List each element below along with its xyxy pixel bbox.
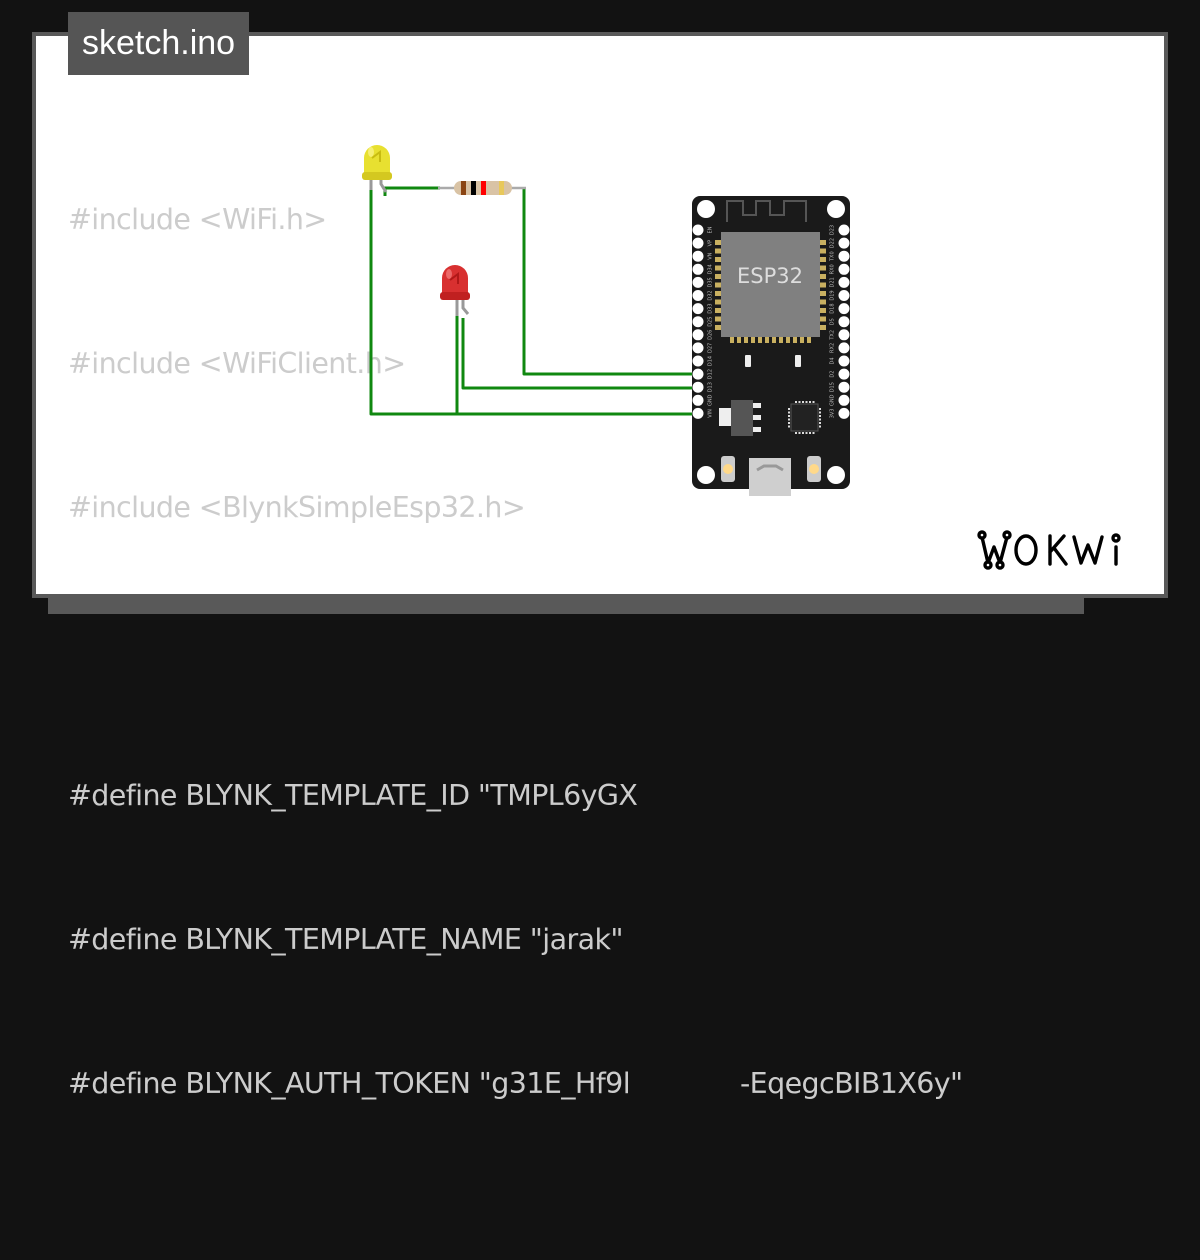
code-line (68, 628, 963, 676)
code-line: #include <WiFi.h> (68, 203, 327, 236)
pin-gnd[interactable] (838, 394, 850, 406)
pin-label: 3V3 (830, 409, 836, 419)
pin-gnd[interactable] (692, 394, 704, 406)
resistor-band-2 (471, 181, 476, 195)
pin-label: D32 (708, 290, 714, 300)
code-line (68, 1204, 963, 1252)
pin-label: D27 (708, 343, 714, 353)
wire-red-led-to-d12 (461, 318, 700, 390)
pin-vn[interactable] (692, 250, 704, 262)
wire-yellow-led-to-gnd (369, 183, 700, 416)
code-line: #define BLYNK_AUTH_TOKEN "g31E_Hf9l -Eqe… (68, 1067, 963, 1100)
pin-d15[interactable] (838, 381, 850, 393)
usb-chip-pins (788, 401, 821, 434)
pin-en[interactable] (692, 224, 704, 236)
pin-label: D12 (708, 369, 714, 379)
pin-label: D15 (830, 382, 836, 392)
pin-d21[interactable] (838, 276, 850, 288)
pin-label: D4 (830, 357, 836, 364)
pin-label: RX2 (830, 343, 836, 353)
pin-vp[interactable] (692, 237, 704, 249)
pin-tx2[interactable] (838, 329, 850, 341)
pin-label: GND (708, 394, 714, 406)
pin-d34[interactable] (692, 263, 704, 275)
code-line: #define BLYNK_TEMPLATE_ID "TMPL6yGX (68, 779, 638, 812)
pin-d12[interactable] (692, 368, 704, 380)
pin-label: TX0 (830, 251, 836, 262)
pin-label: EN (708, 226, 714, 233)
pin-d22[interactable] (838, 237, 850, 249)
pin-label: D33 (708, 303, 714, 313)
pin-label: VIN (708, 409, 714, 418)
wire-yellow-led-to-resistor (383, 186, 440, 196)
resistor-band-1 (461, 181, 466, 195)
file-tab[interactable]: sketch.ino (68, 12, 250, 75)
pin-d13[interactable] (692, 381, 704, 393)
pin-d19[interactable] (838, 290, 850, 301)
pin-label: D25 (708, 317, 714, 327)
pin-label: TX2 (830, 330, 836, 341)
pin-d18[interactable] (838, 303, 850, 315)
wires (369, 183, 700, 416)
pin-label: D2 (830, 371, 836, 378)
pin-vin[interactable] (692, 407, 704, 419)
red-led[interactable] (440, 265, 470, 316)
pin-rx0[interactable] (838, 263, 850, 275)
circuit-diagram: ESP32 ENVPVND34D35D32D33D25D26D27D14D12D… (362, 145, 850, 496)
esp32-board[interactable]: ESP32 ENVPVND34D35D32D33D25D26D27D14D12D… (692, 196, 850, 496)
pin-d14[interactable] (692, 355, 704, 367)
pin-label: RX0 (830, 264, 836, 274)
pin-d27[interactable] (692, 342, 704, 354)
wire-resistor-to-d14 (522, 188, 700, 376)
pin-label: D22 (830, 238, 836, 248)
code-line: #define BLYNK_TEMPLATE_NAME "jarak" (68, 923, 623, 956)
pin-label: VN (708, 252, 714, 259)
code-line: #include <BlynkSimpleEsp32.h> (68, 491, 526, 524)
pin-tx0[interactable] (838, 250, 850, 262)
card-body (36, 36, 1164, 594)
pin-d32[interactable] (692, 290, 704, 301)
resistor[interactable] (438, 181, 526, 195)
pin-d35[interactable] (692, 276, 704, 288)
module-pads (715, 240, 826, 343)
pin-label: D13 (708, 382, 714, 392)
pin-label: D19 (830, 290, 836, 300)
pin-d33[interactable] (692, 303, 704, 315)
pin-3v3[interactable] (838, 407, 850, 419)
preview-card (32, 32, 1168, 598)
wokwi-logo (977, 530, 1121, 570)
pin-d4[interactable] (838, 355, 850, 367)
pin-rx2[interactable] (838, 342, 850, 354)
pin-label: D23 (830, 225, 836, 235)
pin-d25[interactable] (692, 316, 704, 328)
pin-label: D5 (830, 318, 836, 325)
pin-d2[interactable] (838, 368, 850, 380)
usb-port (749, 458, 791, 496)
resistor-band-4 (499, 181, 504, 195)
pin-label: D35 (708, 277, 714, 287)
pin-label: D21 (830, 277, 836, 287)
resistor-band-3 (481, 181, 486, 195)
pin-d26[interactable] (692, 329, 704, 341)
pin-d23[interactable] (838, 224, 850, 236)
pin-label: D26 (708, 330, 714, 340)
pin-label: D18 (830, 303, 836, 313)
pin-label: GND (830, 394, 836, 406)
pin-label: VP (708, 240, 714, 246)
yellow-led[interactable] (362, 145, 392, 193)
esp32-module (721, 232, 820, 337)
pin-label: D34 (708, 264, 714, 274)
pin-d5[interactable] (838, 316, 850, 328)
pin-label: D14 (708, 356, 714, 366)
chip-label: ESP32 (737, 264, 803, 288)
